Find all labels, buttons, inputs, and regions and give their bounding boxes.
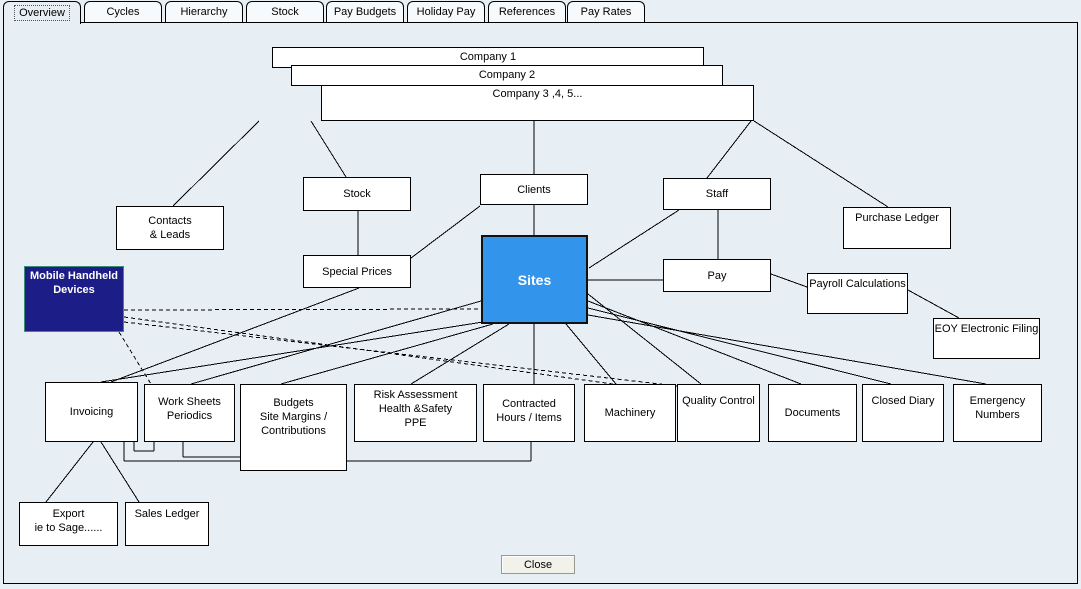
node-staff[interactable]: Staff: [663, 178, 771, 210]
diagram-canvas: Company 1 Company 2 Company 3 ,4, 5... C…: [3, 22, 1078, 584]
node-stock[interactable]: Stock: [303, 177, 411, 211]
tab-label: Pay Budgets: [333, 6, 397, 18]
node-documents[interactable]: Documents: [768, 384, 857, 442]
node-risk-assessment[interactable]: Risk Assessment Health &Safety PPE: [354, 384, 477, 442]
tab-label: Cycles: [106, 6, 140, 18]
tab-pay-budgets[interactable]: Pay Budgets: [326, 1, 404, 22]
node-export-sage[interactable]: Export ie to Sage......: [19, 502, 118, 546]
tab-pay-rates[interactable]: Pay Rates: [567, 1, 645, 22]
node-sales-ledger[interactable]: Sales Ledger: [125, 502, 209, 546]
node-contacts-leads[interactable]: Contacts & Leads: [116, 206, 224, 250]
node-budgets-site-margins[interactable]: Budgets Site Margins / Contributions: [240, 384, 347, 471]
node-quality-control[interactable]: Quality Control: [677, 384, 760, 442]
node-emergency-numbers[interactable]: Emergency Numbers: [953, 384, 1042, 442]
node-sites[interactable]: Sites: [481, 235, 588, 324]
tab-cycles[interactable]: Cycles: [84, 1, 162, 22]
node-work-sheets-periodics[interactable]: Work Sheets Periodics: [144, 384, 235, 442]
node-company-3-4-5[interactable]: Company 3 ,4, 5...: [321, 85, 754, 121]
node-pay[interactable]: Pay: [663, 259, 771, 292]
tab-references[interactable]: References: [488, 1, 566, 22]
node-special-prices[interactable]: Special Prices: [303, 255, 411, 288]
tab-label: References: [498, 6, 556, 18]
tab-holiday-pay[interactable]: Holiday Pay: [407, 1, 485, 22]
node-payroll-calculations[interactable]: Payroll Calculations: [807, 273, 908, 314]
node-mobile-handheld-devices[interactable]: Mobile Handheld Devices: [24, 266, 124, 332]
tab-label: Hierarchy: [180, 6, 228, 18]
tab-label: Pay Rates: [580, 6, 632, 18]
node-contracted-hours-items[interactable]: Contracted Hours / Items: [483, 384, 575, 442]
node-invoicing[interactable]: Invoicing: [45, 382, 138, 442]
node-eoy-electronic-filing[interactable]: EOY Electronic Filing: [933, 318, 1040, 359]
node-clients[interactable]: Clients: [480, 174, 588, 205]
tab-label: Stock: [271, 6, 299, 18]
tab-overview[interactable]: Overview: [3, 1, 81, 24]
tab-hierarchy[interactable]: Hierarchy: [165, 1, 243, 22]
node-company-2[interactable]: Company 2: [291, 65, 723, 86]
node-purchase-ledger[interactable]: Purchase Ledger: [843, 207, 951, 249]
connector-lines: [45, 120, 987, 503]
tab-strip: Overview Cycles Hierarchy Stock Pay Budg…: [0, 0, 1081, 24]
close-button[interactable]: Close: [501, 555, 575, 574]
node-closed-diary[interactable]: Closed Diary: [862, 384, 944, 442]
tab-stock[interactable]: Stock: [246, 1, 324, 22]
node-machinery[interactable]: Machinery: [584, 384, 676, 442]
tab-label: Overview: [14, 5, 70, 21]
tab-label: Holiday Pay: [416, 6, 476, 18]
